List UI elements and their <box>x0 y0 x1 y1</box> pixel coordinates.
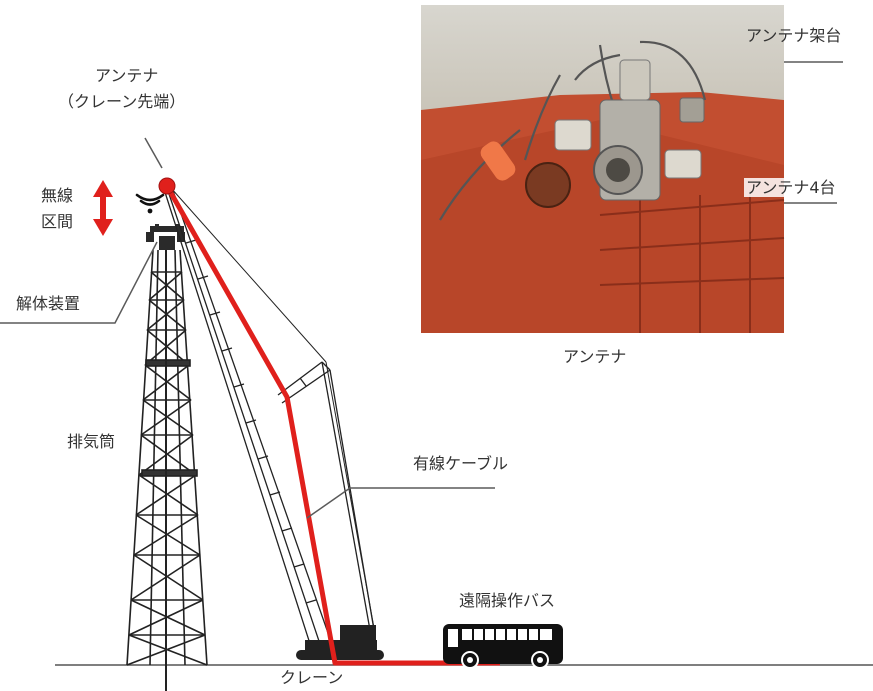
dismantling-device-label: 解体装置 <box>16 294 81 313</box>
exhaust-stack-label: 排気筒 <box>67 432 116 451</box>
crane-boom <box>162 184 375 651</box>
antenna-mount-label: アンテナ架台 <box>746 26 842 45</box>
antenna-dot-icon <box>158 177 176 195</box>
leader-dismantling-device <box>0 241 158 324</box>
wireless-section-label-2: 区間 <box>41 212 74 231</box>
antenna-tip-label: アンテナ <box>95 66 159 85</box>
vertical-double-arrow-icon <box>93 180 113 236</box>
wifi-signal-icon <box>135 193 165 214</box>
leader-wired-cable <box>306 487 495 519</box>
crane-label: クレーン <box>280 668 344 687</box>
leader-antenna-tip <box>144 137 163 169</box>
wireless-section-label-1: 無線 <box>41 186 74 205</box>
antenna-count-label: アンテナ4台 <box>744 178 838 198</box>
crane-base <box>296 625 384 660</box>
remote-control-bus <box>443 624 563 669</box>
photo-caption: アンテナ <box>563 347 627 366</box>
exhaust-stack-tower <box>126 249 208 691</box>
wired-cable-line <box>164 184 500 666</box>
remote-bus-label: 遠隔操作バス <box>459 591 556 610</box>
wired-cable-label: 有線ケーブル <box>413 454 509 473</box>
antenna-photo <box>421 5 785 333</box>
dismantling-device <box>146 224 185 250</box>
antenna-tip-sublabel: （クレーン先端） <box>58 92 186 111</box>
